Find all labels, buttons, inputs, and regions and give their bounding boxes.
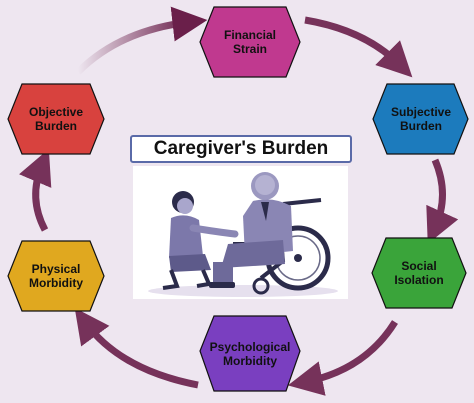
arrow-social-to-psychological bbox=[287, 320, 398, 396]
arrow-subjective-to-social bbox=[426, 158, 459, 244]
cycle-arrows bbox=[19, 6, 459, 396]
arrow-financial-to-subjective bbox=[304, 16, 413, 78]
center-title-box: Caregiver's Burden bbox=[130, 135, 352, 163]
arrow-physical-to-objective bbox=[19, 148, 52, 232]
label-objective-burden: Objective Burden bbox=[28, 105, 84, 133]
hex-subjective-burden bbox=[372, 83, 469, 155]
hexagon-nodes bbox=[7, 6, 469, 392]
arrow-objective-to-financial bbox=[75, 6, 208, 75]
arrow-psychological-to-physical bbox=[74, 307, 199, 389]
wheelchair-scene-icon bbox=[148, 172, 338, 297]
hex-financial-strain bbox=[199, 6, 301, 78]
label-psychological-morbidity: Psychological Morbidity bbox=[209, 340, 291, 368]
label-subjective-burden: Subjective Burden bbox=[390, 105, 452, 133]
hex-social-isolation bbox=[371, 237, 467, 309]
hex-psychological-morbidity bbox=[199, 315, 301, 392]
hex-physical-morbidity bbox=[7, 240, 105, 312]
label-physical-morbidity: Physical Morbidity bbox=[29, 262, 83, 290]
label-financial-strain: Financial Strain bbox=[223, 28, 276, 56]
caregiver-illustration bbox=[133, 166, 348, 299]
label-social-isolation: Social Isolation bbox=[394, 259, 444, 287]
hex-objective-burden bbox=[7, 83, 105, 155]
center-title: Caregiver's Burden bbox=[153, 138, 329, 159]
